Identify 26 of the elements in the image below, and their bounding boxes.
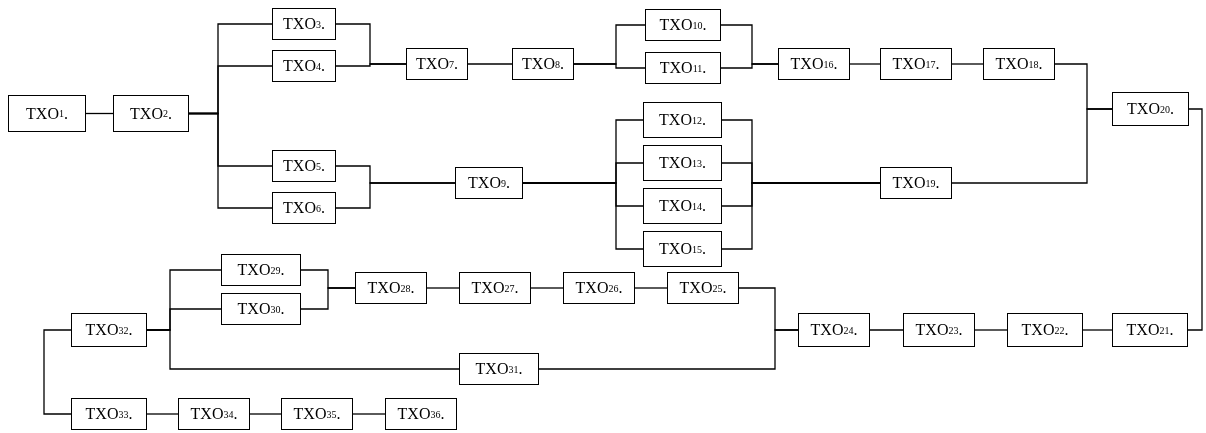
connector-line — [188, 112, 273, 209]
connector-line — [974, 329, 1008, 331]
connector-line — [300, 287, 356, 310]
connector-line — [146, 329, 460, 370]
connector-line — [467, 63, 513, 65]
connector-line — [335, 63, 407, 67]
connector-line — [1187, 108, 1203, 331]
connector-line — [426, 287, 460, 289]
connector-line — [352, 413, 386, 415]
connector-line — [721, 182, 881, 250]
connector-line — [249, 413, 282, 415]
connector-line — [951, 63, 984, 65]
connector-line — [85, 112, 114, 115]
connector-line — [573, 63, 646, 69]
connector-line — [869, 329, 904, 331]
connector-line — [1082, 329, 1113, 331]
connector-line — [522, 182, 644, 250]
connector-line — [530, 287, 564, 289]
connector-line — [951, 108, 1113, 184]
connector-line — [720, 63, 779, 69]
connector-line — [538, 329, 799, 370]
connector-line — [634, 287, 668, 289]
connector-line — [849, 63, 881, 65]
connector-line — [335, 182, 456, 209]
connector-line — [146, 413, 179, 415]
connector-line — [43, 329, 72, 415]
